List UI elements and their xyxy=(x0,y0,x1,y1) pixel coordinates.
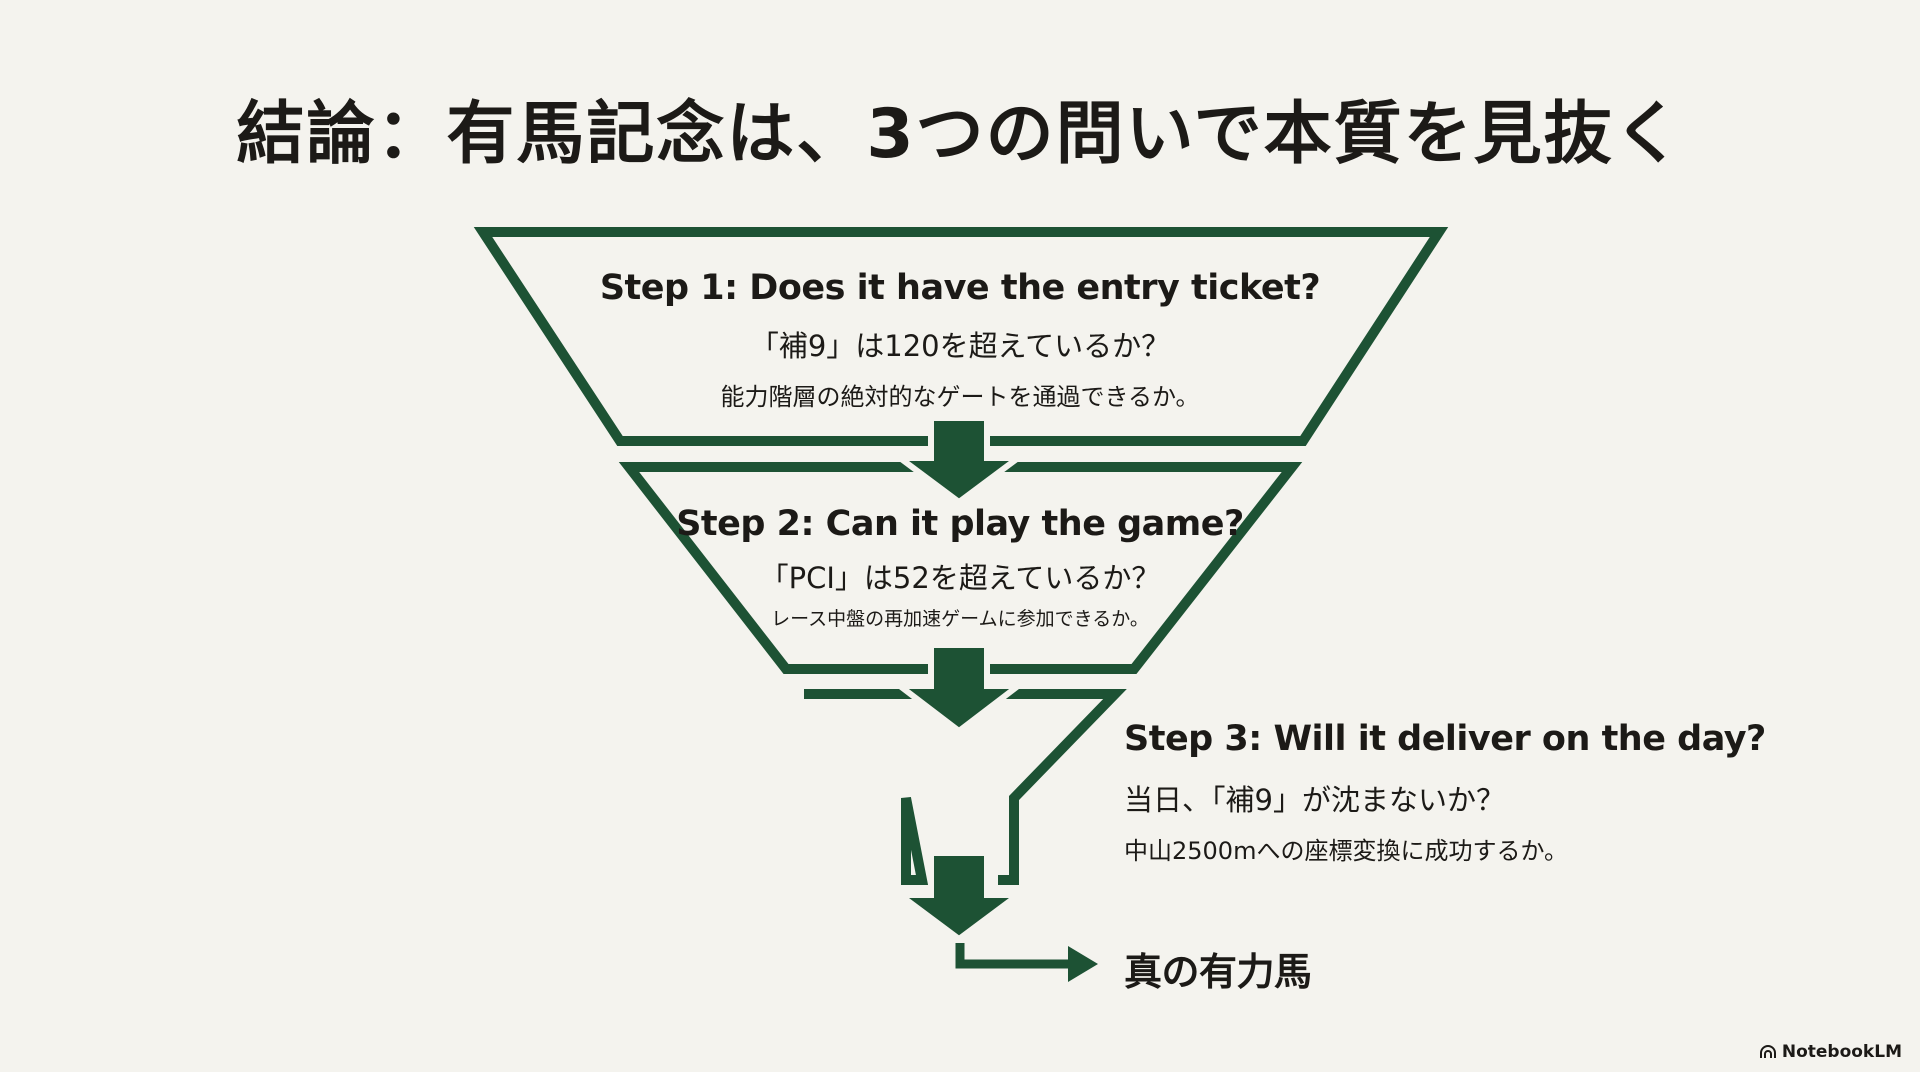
step-2-heading: Step 2: Can it play the game? xyxy=(676,504,1244,544)
result-label: 真の有力馬 xyxy=(1124,950,1312,994)
step-1-note: 能力階層の絶対的なゲートを通過できるか。 xyxy=(720,383,1200,411)
brand-label: NotebookLM xyxy=(1781,1042,1902,1062)
step-3-heading: Step 3: Will it deliver on the day? xyxy=(1124,719,1766,759)
funnel-stage-2 xyxy=(618,462,1303,674)
step-1-heading: Step 1: Does it have the entry ticket? xyxy=(599,268,1321,308)
step-1-question: 「補9」は120を超えているか？ xyxy=(749,329,1171,363)
slide-title: 結論：有馬記念は、3つの問いで本質を見抜く xyxy=(236,95,1684,174)
step-3-note: 中山2500mへの座標変換に成功するか。 xyxy=(1124,837,1568,865)
funnel-stage-1 xyxy=(473,227,1449,446)
step-3-question: 当日、「補9」が沈まないか？ xyxy=(1124,783,1505,817)
brand-badge: NotebookLM xyxy=(1759,1042,1902,1062)
notebooklm-logo-icon xyxy=(1759,1045,1776,1058)
arrow-down-2 xyxy=(891,642,1027,735)
step-2-note: レース中盤の再加速ゲームに参加できるか。 xyxy=(771,608,1149,630)
step-2-question: 「PCI」は52を超えているか？ xyxy=(759,561,1161,595)
arrow-down-3 xyxy=(890,850,1028,943)
arrow-down-1 xyxy=(890,415,1028,506)
result-arrow xyxy=(955,943,1098,982)
